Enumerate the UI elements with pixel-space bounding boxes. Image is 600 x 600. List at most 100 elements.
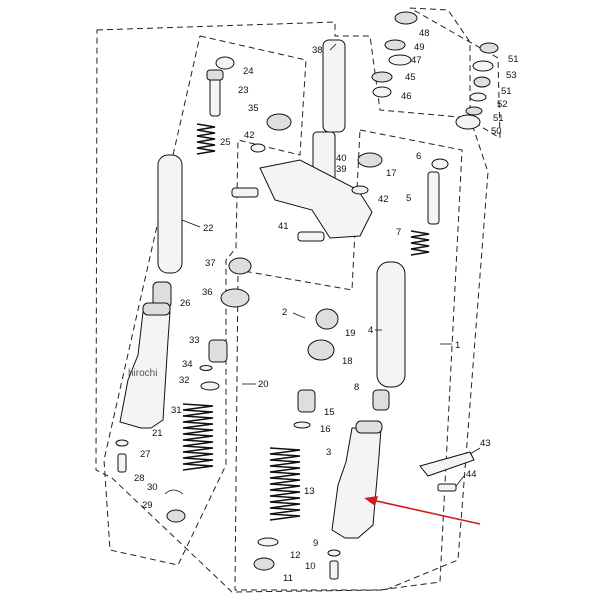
callout-9: 9 (313, 538, 318, 549)
callout-28: 28 (134, 473, 145, 484)
bolt-44 (437, 483, 457, 492)
callout-44: 44 (466, 469, 477, 480)
callout-21: 21 (152, 428, 163, 439)
callout-52: 52 (497, 99, 508, 110)
rebound-spring-25 (196, 123, 216, 155)
callout-49: 49 (414, 42, 425, 53)
washer-29 (166, 509, 186, 523)
callout-1: 1 (455, 340, 460, 351)
washer-49 (384, 39, 406, 51)
plug-35 (266, 113, 292, 131)
callout-42-right: 42 (378, 194, 389, 205)
callout-51-top: 51 (508, 54, 519, 65)
o-ring-16 (293, 421, 311, 429)
callout-8: 8 (354, 382, 359, 393)
left-fork-parts (115, 56, 252, 523)
leader-43 (469, 447, 481, 455)
outer-tube-21 (119, 311, 171, 429)
cap-bolt-24 (215, 56, 235, 70)
steering-parts (231, 39, 383, 242)
callout-37: 37 (205, 258, 216, 269)
oil-lock-piece-8 (372, 389, 390, 411)
gasket-9 (327, 549, 341, 557)
damper-rod-5 (427, 171, 440, 225)
leader-38 (329, 43, 337, 51)
callout-35: 35 (248, 103, 259, 114)
callout-33: 33 (189, 335, 200, 346)
leader-lines (181, 43, 481, 487)
callout-45: 45 (405, 72, 416, 83)
callout-25: 25 (220, 137, 231, 148)
bearing-parts (371, 11, 499, 130)
callout-13: 13 (304, 486, 315, 497)
callout-41: 41 (278, 221, 289, 232)
nut-51-top (479, 42, 499, 54)
bracket-43 (419, 451, 475, 477)
callout-23: 23 (238, 85, 249, 96)
steering-stem-38 (322, 39, 346, 133)
under-bracket (259, 159, 373, 239)
o-ring-42-left (250, 143, 266, 153)
leader-44 (455, 475, 465, 487)
callout-46: 46 (401, 91, 412, 102)
callout-51-low: 51 (493, 113, 504, 124)
watermark-text: hirochi (128, 368, 157, 379)
o-ring-42-right (351, 185, 369, 195)
callout-29: 29 (142, 500, 153, 511)
washer-52 (469, 92, 487, 102)
callout-43: 43 (480, 438, 491, 449)
outer-assembly-outline (95, 21, 489, 593)
callout-48: 48 (419, 28, 430, 39)
left-fork-outline (103, 35, 307, 566)
red-arrow-head (364, 496, 378, 506)
bolt-28 (117, 453, 127, 473)
callout-27: 27 (140, 449, 151, 460)
callout-51-mid: 51 (501, 86, 512, 97)
oil-seal-18 (307, 339, 335, 361)
spacer-33 (208, 339, 228, 363)
callout-24: 24 (243, 66, 254, 77)
callout-30: 30 (147, 482, 158, 493)
nut-51-low (465, 106, 483, 116)
washer-11 (253, 557, 275, 571)
fork-spring-31 (182, 403, 214, 471)
race-46 (372, 86, 392, 98)
callout-7: 7 (396, 227, 401, 238)
callout-53: 53 (506, 70, 517, 81)
callout-17: 17 (386, 168, 397, 179)
bolt-10 (329, 560, 339, 580)
rebound-spring-7 (410, 230, 430, 256)
oil-seal-36 (220, 288, 250, 308)
callout-38: 38 (312, 45, 323, 56)
callout-11: 11 (283, 573, 293, 584)
callout-42-left: 42 (244, 130, 255, 141)
callout-labels: 1 2 3 4 5 6 7 8 9 10 11 12 13 15 16 17 1… (134, 28, 519, 584)
leader-22 (181, 219, 201, 228)
clip-30 (164, 489, 184, 495)
gasket-27 (115, 439, 129, 447)
callout-16: 16 (320, 424, 331, 435)
outer-tube-3 (331, 427, 382, 539)
callout-19: 19 (345, 328, 356, 339)
callout-20: 20 (258, 379, 269, 390)
race-47 (388, 54, 412, 66)
damper-rod-head-23 (206, 69, 224, 81)
leader-2 (292, 312, 306, 319)
callout-12: 12 (290, 550, 301, 561)
clip-12 (257, 537, 279, 547)
race-50 (455, 114, 481, 130)
washer-53 (472, 60, 494, 72)
callout-40: 40 (336, 153, 347, 164)
callout-31: 31 (171, 405, 182, 416)
spacer-15 (297, 389, 316, 413)
callout-22: 22 (203, 223, 214, 234)
callout-6: 6 (416, 151, 421, 162)
plug-17 (357, 152, 383, 168)
callout-39: 39 (336, 164, 347, 175)
dust-seal-37 (228, 257, 252, 275)
bearing-45 (371, 71, 393, 83)
callout-5: 5 (406, 193, 411, 204)
fork-spring-13 (269, 447, 301, 521)
callout-50: 50 (491, 126, 502, 137)
